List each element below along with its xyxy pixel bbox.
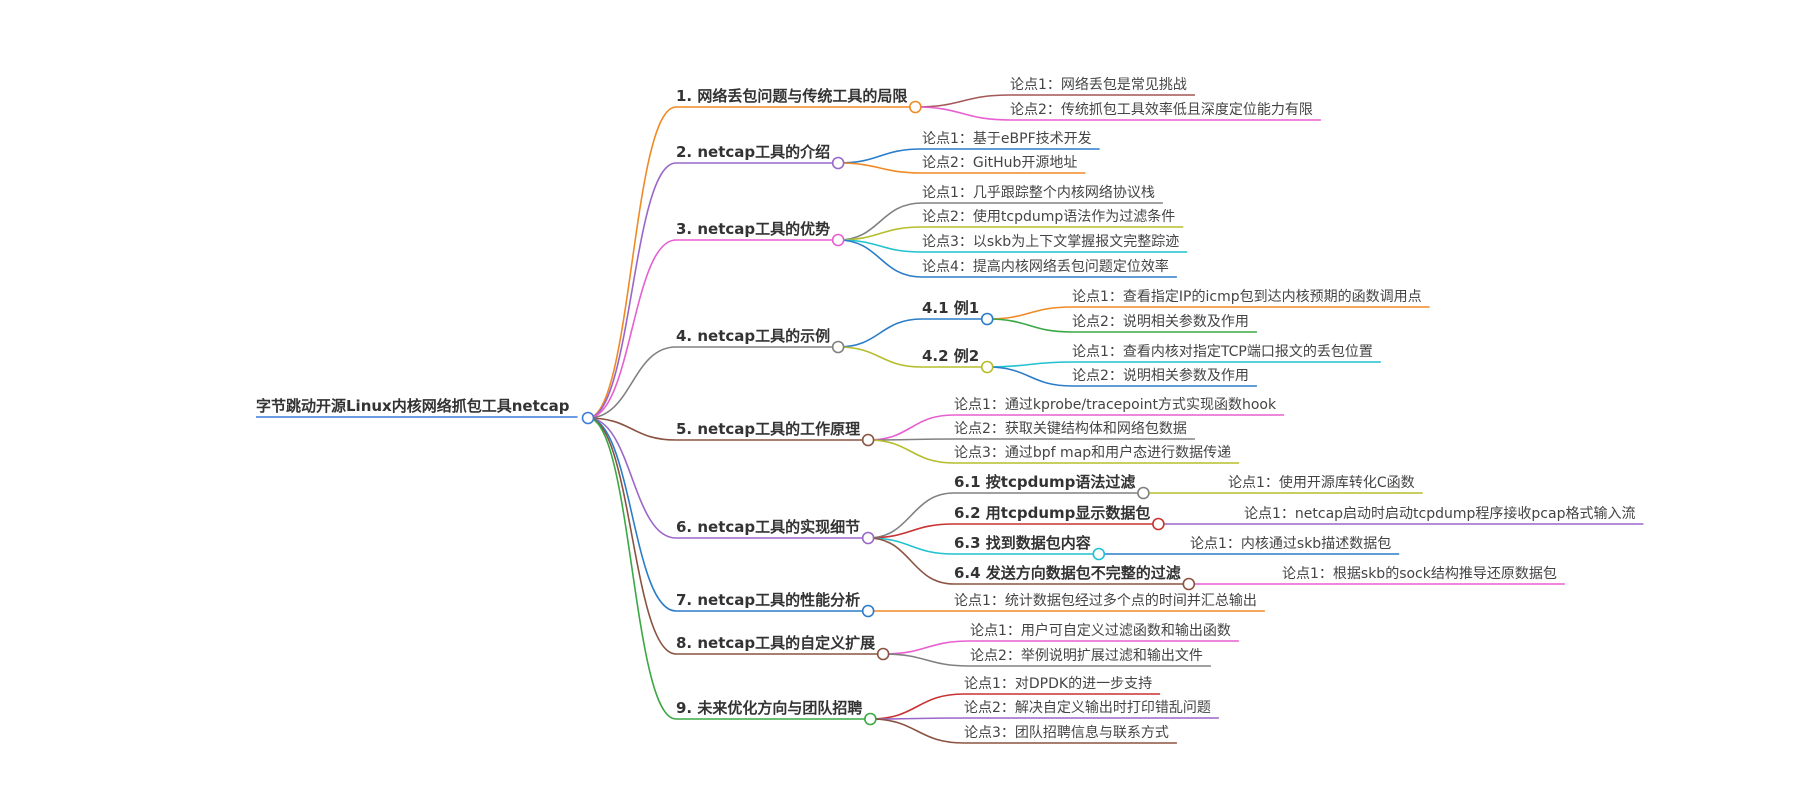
branch-connector-7 bbox=[587, 417, 677, 612]
leaf-3-4[interactable]: 论点4：提高内核网络丢包问题定位效率 bbox=[922, 258, 1169, 275]
leaf-connector-4-1-1 bbox=[987, 306, 1073, 320]
leaf-connector-9-3 bbox=[870, 718, 965, 744]
root-topic[interactable]: 字节跳动开源Linux内核网络抓包工具netcap bbox=[256, 397, 570, 415]
branch-connector-5 bbox=[587, 417, 677, 441]
leaf-1-1[interactable]: 论点1：网络丢包是常见挑战 bbox=[1010, 77, 1187, 93]
subtopic-connector-6-1 bbox=[868, 492, 955, 539]
branch-knot-5[interactable] bbox=[861, 433, 875, 447]
leaf-connector-2-2 bbox=[838, 162, 923, 174]
subtopic-6-3[interactable]: 6.3 找到数据包内容 bbox=[954, 534, 1091, 552]
branch-knot-8[interactable] bbox=[876, 647, 890, 661]
subtopic-knot-4-1[interactable] bbox=[980, 312, 994, 326]
branch-knot-7[interactable] bbox=[861, 604, 875, 618]
leaf-connector-3-4 bbox=[838, 239, 923, 278]
leaf-9-2[interactable]: 论点2：解决自定义输出时打印错乱问题 bbox=[964, 699, 1211, 716]
branch-topic-5[interactable]: 5. netcap工具的工作原理 bbox=[676, 420, 860, 438]
branch-topic-8[interactable]: 8. netcap工具的自定义扩展 bbox=[676, 634, 875, 652]
leaf-connector-8-1 bbox=[883, 640, 971, 655]
leaf-6-1-1[interactable]: 论点1：使用开源库转化C函数 bbox=[1228, 474, 1415, 491]
leaf-3-2[interactable]: 论点2：使用tcpdump语法作为过滤条件 bbox=[922, 208, 1175, 225]
leaf-3-3[interactable]: 论点3：以skb为上下文掌握报文完整踪迹 bbox=[922, 234, 1179, 250]
leaf-connector-2-1 bbox=[838, 148, 923, 164]
branch-connector-9 bbox=[587, 417, 677, 720]
branch-knot-2[interactable] bbox=[831, 156, 845, 170]
leaf-4-2-2[interactable]: 论点2：说明相关参数及作用 bbox=[1072, 367, 1249, 384]
leaf-5-2[interactable]: 论点2：获取关键结构体和网络包数据 bbox=[954, 421, 1187, 437]
subtopic-6-1[interactable]: 6.1 按tcpdump语法过滤 bbox=[954, 473, 1135, 491]
subtopic-knot-4-2[interactable] bbox=[980, 360, 994, 374]
branch-knot-6[interactable] bbox=[861, 531, 875, 545]
leaf-3-1[interactable]: 论点1：几乎跟踪整个内核网络协议栈 bbox=[922, 185, 1155, 201]
subtopic-knot-6-3[interactable] bbox=[1092, 547, 1106, 561]
subtopic-knot-6-2[interactable] bbox=[1152, 517, 1165, 531]
leaf-6-4-1[interactable]: 论点1：根据skb的sock结构推导还原数据包 bbox=[1282, 566, 1557, 582]
subtopic-6-2[interactable]: 6.2 用tcpdump显示数据包 bbox=[954, 504, 1150, 522]
subtopic-connector-4-2 bbox=[838, 346, 923, 368]
branch-knot-9[interactable] bbox=[864, 712, 877, 726]
leaf-7-1[interactable]: 论点1：统计数据包经过多个点的时间并汇总输出 bbox=[954, 592, 1257, 609]
leaf-5-1[interactable]: 论点1：通过kprobe/tracepoint方式实现函数hook bbox=[954, 397, 1277, 413]
leaf-2-1[interactable]: 论点1：基于eBPF技术开发 bbox=[922, 130, 1092, 147]
branch-connector-6 bbox=[587, 417, 677, 539]
subtopic-6-4[interactable]: 6.4 发送方向数据包不完整的过滤 bbox=[954, 564, 1181, 582]
leaf-connector-5-3 bbox=[868, 439, 955, 464]
branch-topic-2[interactable]: 2. netcap工具的介绍 bbox=[676, 143, 830, 161]
branch-knot-3[interactable] bbox=[831, 233, 845, 247]
subtopic-knot-6-4[interactable] bbox=[1182, 577, 1196, 591]
branch-topic-4[interactable]: 4. netcap工具的示例 bbox=[676, 327, 830, 345]
leaf-8-2[interactable]: 论点2：举例说明扩展过滤和输出文件 bbox=[970, 648, 1203, 664]
leaf-connector-1-2 bbox=[915, 106, 1011, 121]
subtopic-connector-6-2 bbox=[868, 523, 955, 539]
branch-knot-4[interactable] bbox=[831, 340, 845, 354]
subtopic-connector-4-1 bbox=[838, 318, 923, 348]
leaf-4-1-1[interactable]: 论点1：查看指定IP的icmp包到达内核预期的函数调用点 bbox=[1072, 289, 1422, 305]
leaf-5-3[interactable]: 论点3：通过bpf map和用户态进行数据传递 bbox=[954, 444, 1231, 461]
branch-knot-1[interactable] bbox=[909, 100, 922, 114]
branch-topic-1[interactable]: 1. 网络丢包问题与传统工具的局限 bbox=[676, 87, 907, 105]
leaf-connector-4-1-2 bbox=[987, 318, 1073, 333]
subtopic-knot-6-1[interactable] bbox=[1137, 486, 1150, 500]
leaf-2-2[interactable]: 论点2：GitHub开源地址 bbox=[922, 155, 1077, 171]
leaf-6-2-1[interactable]: 论点1：netcap启动时启动tcpdump程序接收pcap格式输入流 bbox=[1244, 505, 1635, 522]
branch-connector-3 bbox=[587, 239, 677, 419]
branch-topic-7[interactable]: 7. netcap工具的性能分析 bbox=[676, 591, 860, 609]
leaf-8-1[interactable]: 论点1：用户可自定义过滤函数和输出函数 bbox=[970, 622, 1231, 639]
branch-connector-1 bbox=[587, 106, 677, 419]
leaf-connector-1-1 bbox=[915, 94, 1011, 108]
subtopic-connector-6-4 bbox=[868, 537, 955, 585]
branch-connector-8 bbox=[587, 417, 677, 655]
branch-topic-3[interactable]: 3. netcap工具的优势 bbox=[676, 220, 830, 238]
branch-topic-9[interactable]: 9. 未来优化方向与团队招聘 bbox=[676, 699, 862, 717]
subtopic-4-1[interactable]: 4.1 例1 bbox=[922, 299, 979, 317]
subtopic-connector-6-3 bbox=[868, 537, 955, 555]
subtopic-4-2[interactable]: 4.2 例2 bbox=[922, 347, 979, 365]
leaf-connector-5-1 bbox=[868, 414, 955, 441]
leaf-6-3-1[interactable]: 论点1：内核通过skb描述数据包 bbox=[1190, 536, 1391, 552]
leaf-connector-8-2 bbox=[883, 653, 971, 667]
leaf-connector-4-2-2 bbox=[987, 366, 1073, 387]
root-knot[interactable] bbox=[581, 411, 595, 425]
leaf-9-1[interactable]: 论点1：对DPDK的进一步支持 bbox=[964, 676, 1152, 692]
leaf-9-3[interactable]: 论点3：团队招聘信息与联系方式 bbox=[964, 724, 1169, 741]
leaf-connector-9-1 bbox=[870, 693, 965, 720]
leaf-4-2-1[interactable]: 论点1：查看内核对指定TCP端口报文的丢包位置 bbox=[1072, 344, 1373, 360]
branch-connector-2 bbox=[587, 162, 677, 419]
leaf-1-2[interactable]: 论点2：传统抓包工具效率低且深度定位能力有限 bbox=[1010, 101, 1313, 118]
branch-topic-6[interactable]: 6. netcap工具的实现细节 bbox=[676, 518, 860, 536]
branch-connector-4 bbox=[587, 346, 677, 419]
leaf-4-1-2[interactable]: 论点2：说明相关参数及作用 bbox=[1072, 313, 1249, 330]
leaf-connector-3-1 bbox=[838, 202, 923, 241]
leaf-connector-4-2-1 bbox=[987, 361, 1073, 368]
